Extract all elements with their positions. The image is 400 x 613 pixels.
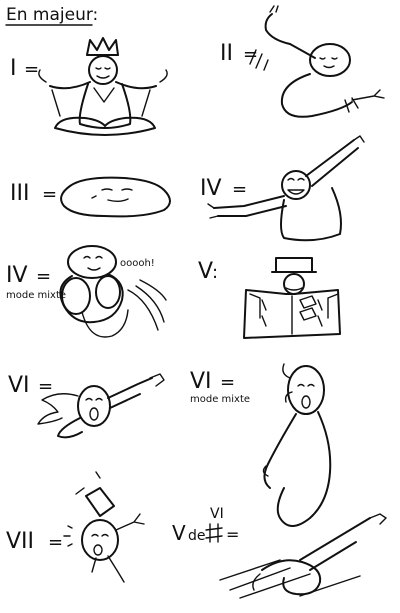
tumbling-figure-drawing bbox=[63, 471, 145, 583]
equals-sign: = bbox=[220, 372, 235, 393]
numeral-label: VII bbox=[6, 529, 34, 554]
numeral-label: II bbox=[220, 41, 233, 66]
figure-VI: VI = bbox=[8, 373, 165, 439]
turning-figure-drawing bbox=[249, 5, 385, 118]
figure-V-de-VI: VI V de = bbox=[172, 506, 387, 599]
equals-sign: = bbox=[38, 376, 53, 397]
figure-I: I = bbox=[10, 37, 168, 136]
connector-word: de bbox=[188, 528, 206, 544]
numeral-label: III bbox=[10, 181, 29, 206]
mode-mixte-note: mode mixte bbox=[6, 290, 66, 301]
equals-sign: = bbox=[243, 44, 258, 65]
exclamation-text: ooooh! bbox=[120, 258, 155, 269]
sliding-figure-drawing bbox=[219, 513, 387, 599]
figure-II: II = bbox=[220, 5, 385, 118]
king-meditating-drawing bbox=[38, 37, 168, 136]
figure-V: V : bbox=[198, 257, 341, 339]
puddle-face-drawing bbox=[60, 176, 171, 218]
figure-IV-mixte: IV = mode mixte ooooh! bbox=[6, 245, 167, 338]
sharp-symbol bbox=[205, 523, 223, 543]
figure-III: III = bbox=[10, 176, 171, 218]
reaching-figure-drawing bbox=[37, 373, 165, 439]
figure-VI-mixte: VI = mode mixte bbox=[190, 363, 332, 527]
tall-figure-drawing bbox=[262, 363, 332, 527]
equals-sign: = bbox=[232, 179, 247, 200]
numeral-label: V bbox=[172, 521, 186, 545]
numeral-label: V bbox=[198, 259, 213, 284]
numeral-label: I bbox=[10, 56, 17, 81]
numeral-label: IV bbox=[6, 263, 28, 288]
mode-mixte-note: mode mixte bbox=[190, 394, 250, 405]
equals-sign: = bbox=[226, 525, 239, 544]
equals-sign: = bbox=[42, 184, 57, 205]
page-title: En majeur: bbox=[6, 5, 98, 25]
secondary-numeral: VI bbox=[210, 506, 224, 522]
figure-IV: IV = bbox=[200, 135, 365, 242]
soldier-drawing bbox=[243, 257, 341, 339]
equals-sign: = bbox=[36, 266, 51, 287]
numeral-label: VI bbox=[190, 369, 212, 394]
cheering-figure-drawing bbox=[207, 135, 365, 242]
equals-sign: = bbox=[24, 59, 39, 80]
equals-sign: = bbox=[48, 532, 63, 553]
startled-figure-drawing bbox=[59, 245, 167, 338]
figure-VII: VII = bbox=[6, 471, 145, 583]
equals-sign: : bbox=[212, 262, 218, 283]
numeral-label: IV bbox=[200, 176, 222, 201]
numeral-label: VI bbox=[8, 373, 30, 398]
